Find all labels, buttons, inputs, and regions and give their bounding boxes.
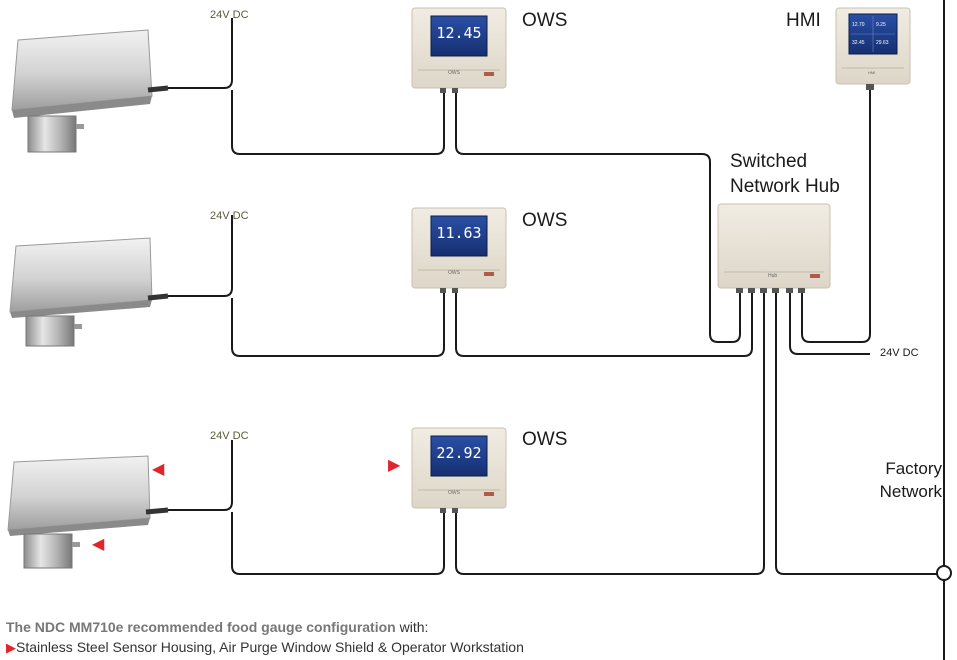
sensor-ows-cable-2 (231, 292, 445, 357)
ows-label-1: OWS (522, 10, 568, 31)
hmi-tag: HMI (868, 70, 876, 75)
sensor-1 (11, 29, 169, 153)
hmi-value-3: 32.45 (852, 40, 865, 46)
caption: The NDC MM710e recommended food gauge co… (6, 619, 428, 635)
hub-network-cable (775, 292, 937, 575)
ows-hub-cable-1 (455, 92, 741, 343)
bullet-arrow-icon: ▶ (6, 640, 16, 655)
hmi-value-1: 12.70 (852, 22, 865, 28)
power-cable-2 (168, 215, 233, 297)
housing-arrow-icon: ◀ (152, 461, 165, 478)
sensor-ows-cable-3 (231, 512, 445, 575)
hmi-value-4: 29.63 (876, 40, 889, 46)
hub-label-line2: Network Hub (730, 176, 840, 197)
hub-label-line1: Switched (730, 151, 808, 172)
ows-3-tag: OWS (448, 490, 460, 496)
ows-2-tag: OWS (448, 270, 460, 276)
caption-rest: with: (395, 619, 429, 635)
caption-bullet: ▶Stainless Steel Sensor Housing, Air Pur… (6, 639, 524, 656)
network-hub (717, 203, 831, 293)
caption-bold: The NDC MM710e recommended food gauge co… (6, 619, 396, 635)
ows-arrow-icon: ▶ (388, 457, 401, 474)
power-label-4: 24V DC (880, 347, 919, 359)
power-cable-1 (168, 18, 233, 89)
power-label-1: 24V DC (210, 9, 249, 21)
shield-arrow-icon: ◀ (92, 536, 105, 553)
ows-hub-cable-3 (455, 292, 765, 575)
power-label-2: 24V DC (210, 210, 249, 222)
cables (168, 18, 937, 575)
hub-power-cable (789, 292, 870, 355)
ows-unit-2 (411, 207, 507, 293)
power-label-3: 24V DC (210, 430, 249, 442)
ows-3-reading: 22.92 (436, 444, 482, 462)
hmi-value-2: 9.25 (876, 22, 886, 28)
ows-1-reading: 12.45 (436, 24, 482, 42)
factory-network-label: Factory Network (842, 457, 942, 503)
hub-hmi-cable (801, 90, 871, 343)
factory-network-line2: Network (879, 482, 942, 501)
power-cable-3 (168, 440, 233, 511)
factory-network-line1: Factory (885, 459, 942, 478)
ows-unit-1 (411, 7, 507, 93)
ows-label-2: OWS (522, 210, 568, 231)
sensor-2 (9, 237, 169, 347)
ows-hub-cable-2 (455, 292, 753, 357)
hmi-unit (835, 7, 911, 90)
sensor-3 (7, 455, 169, 569)
hmi-label: HMI (786, 10, 821, 31)
hub-label: Switched Network Hub (730, 149, 840, 199)
caption-bullet-text: Stainless Steel Sensor Housing, Air Purg… (16, 639, 524, 655)
ows-label-3: OWS (522, 429, 568, 450)
network-junction (936, 565, 952, 581)
ows-2-reading: 11.63 (436, 224, 482, 242)
ows-1-tag: OWS (448, 70, 460, 76)
hub-tag: Hub (768, 273, 778, 279)
ows-unit-3 (411, 427, 507, 513)
sensor-ows-cable-1 (231, 90, 445, 155)
